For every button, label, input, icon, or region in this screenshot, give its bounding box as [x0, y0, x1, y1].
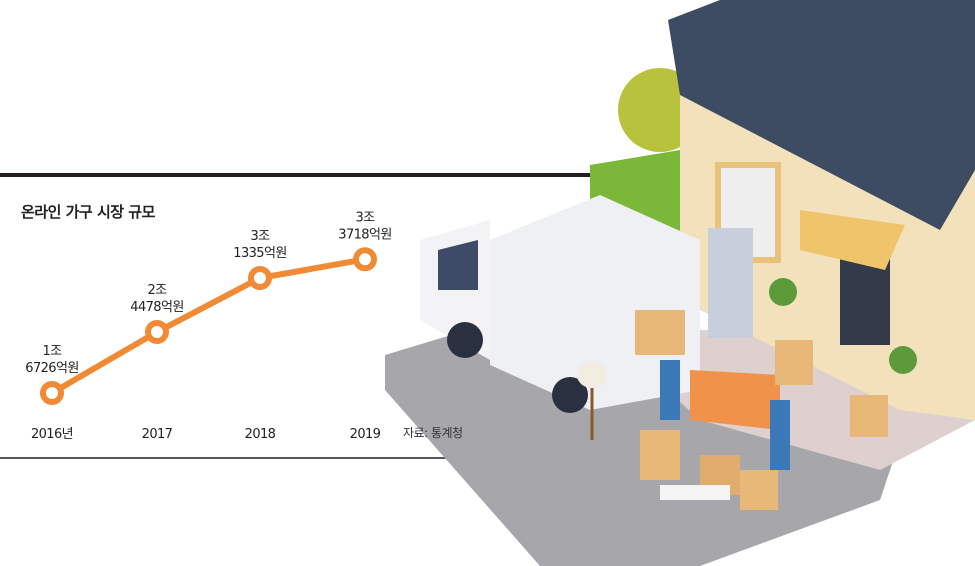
data-point	[145, 319, 169, 344]
x-tick-label: 2016년	[31, 427, 73, 442]
table	[660, 485, 730, 500]
data-label: 3조	[250, 229, 270, 244]
data-point	[40, 381, 64, 405]
source-note: 자료: 통계청	[403, 426, 463, 440]
data-label: 3718억원	[338, 227, 391, 242]
series-line	[50, 256, 366, 396]
x-tick-label: 2018	[245, 427, 276, 442]
potted-plant	[769, 278, 797, 306]
roof	[668, 0, 975, 230]
box	[775, 340, 813, 385]
data-label: 1335억원	[233, 246, 286, 261]
potted-plant	[889, 346, 917, 374]
fridge	[708, 228, 753, 338]
x-tick-label: 2019	[350, 427, 381, 442]
mover	[770, 400, 790, 470]
chart-title: 온라인 가구 시장 규모	[21, 203, 155, 221]
lamp	[577, 362, 607, 388]
box	[635, 310, 685, 355]
data-label: 3조	[355, 210, 375, 225]
box	[640, 430, 680, 480]
data-label: 4478억원	[130, 300, 183, 315]
awning	[800, 210, 905, 270]
data-point	[248, 266, 272, 291]
data-point	[353, 247, 377, 272]
top-rule	[0, 173, 975, 177]
x-tick-label: 2017	[142, 427, 173, 442]
data-label: 2조	[147, 283, 167, 298]
data-label: 6726억원	[25, 361, 78, 376]
mover	[660, 360, 680, 420]
truck-wheel	[552, 377, 588, 413]
bottom-rule	[0, 457, 540, 459]
truck-box	[490, 195, 700, 410]
truck-windshield	[438, 240, 478, 290]
sofa	[690, 370, 780, 430]
box	[850, 395, 888, 437]
truck-wheel	[447, 322, 483, 358]
box	[740, 470, 778, 510]
data-label: 1조	[42, 344, 62, 359]
